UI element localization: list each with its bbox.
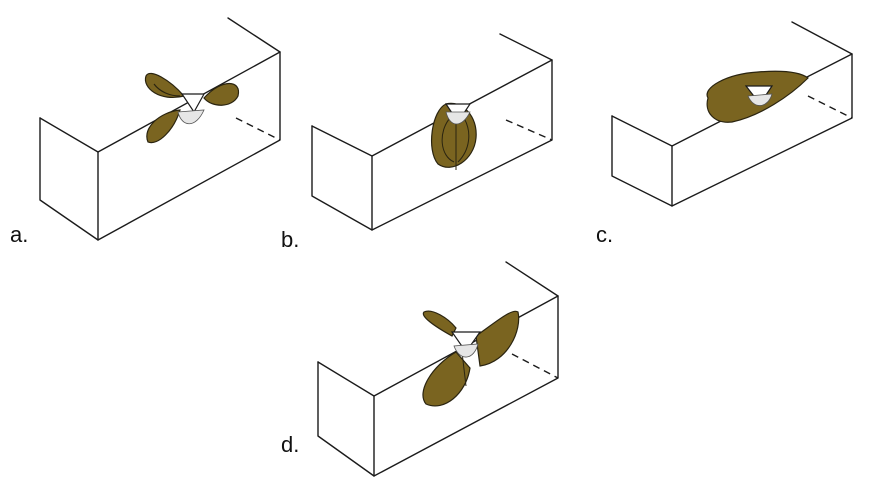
panel-b-diagram: [311, 33, 553, 231]
panel-a-radiation-lobes: [144, 72, 240, 144]
panel-label-b: b.: [281, 227, 300, 252]
panel-a-source-cone: [177, 93, 206, 125]
panel-d-diagram: [317, 261, 559, 477]
panel-label-a: a.: [10, 222, 29, 247]
panel-c-diagram: [611, 21, 853, 207]
panel-label-d: d.: [281, 432, 300, 457]
panel-d-radiation-lobes: [422, 310, 520, 407]
panel-a-diagram: [39, 17, 281, 241]
panel-d-source-cone: [450, 331, 482, 358]
panel-label-c: c.: [596, 222, 614, 247]
panel-c-source-cone: [744, 85, 774, 106]
panel-b-source-cone: [444, 103, 472, 125]
